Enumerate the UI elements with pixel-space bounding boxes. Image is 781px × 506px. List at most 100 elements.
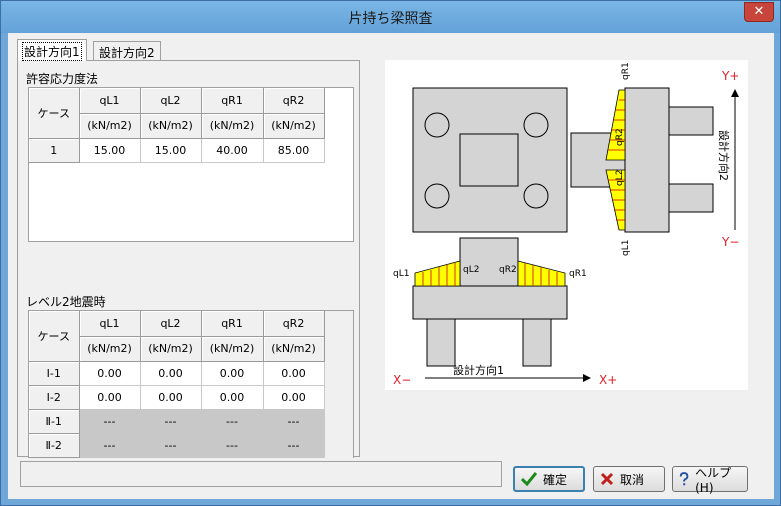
col-ql2-header: qL2 xyxy=(140,311,202,337)
cell-ql1[interactable]: 0.00 xyxy=(79,385,141,410)
title-bar[interactable]: 片持ち梁照査 ✕ xyxy=(1,1,780,33)
unit-header: (kN/m2) xyxy=(201,113,264,139)
unit-header: (kN/m2) xyxy=(79,113,141,139)
dialog-client: 設計方向1 設計方向2 許容応力度法 ケース qL1 qL2 qR1 qR2 xyxy=(8,33,774,499)
cell-ql1[interactable]: 15.00 xyxy=(79,138,141,163)
col-qr1-header: qR1 xyxy=(201,88,264,114)
cell-ql2: --- xyxy=(140,409,202,434)
allowable-table: ケース qL1 qL2 qR1 qR2 (kN/m2) (kN/m2) (kN/… xyxy=(29,88,325,163)
question-icon xyxy=(679,472,689,486)
col-ql1-header: qL1 xyxy=(79,311,141,337)
cell-qr1[interactable]: 0.00 xyxy=(201,361,264,386)
column-front xyxy=(459,237,519,287)
footing-diagram-svg: qR1 qR2 qL2 qL1 qL1 qL2 qR2 qR1 Y+ Y− X−… xyxy=(393,62,739,387)
tab-direction-1-label: 設計方向1 xyxy=(22,42,82,61)
col-case-header: ケース xyxy=(29,88,80,139)
cell-ql2[interactable]: 15.00 xyxy=(140,138,202,163)
window-title: 片持ち梁照査 xyxy=(348,11,433,27)
cell-ql1: --- xyxy=(79,433,141,458)
col-qr1-header: qR1 xyxy=(201,311,264,337)
side-label-qr2: qR2 xyxy=(615,128,625,146)
tab-panel: 許容応力度法 ケース qL1 qL2 qR1 qR2 (kN/m2) (kN/m… xyxy=(17,60,360,458)
direction-2-label: 設計方向2 xyxy=(717,130,731,181)
cell-ql1[interactable]: 0.00 xyxy=(79,361,141,386)
seismic-section-label: レベル2地震時 xyxy=(26,295,106,309)
footing-diagram: qR1 qR2 qL2 qL1 qL1 qL2 qR2 qR1 Y+ Y− X−… xyxy=(385,60,748,390)
ok-button[interactable]: 確定 xyxy=(513,466,585,492)
pile-circle xyxy=(523,112,549,138)
pile-front xyxy=(426,318,456,367)
unit-header: (kN/m2) xyxy=(140,336,202,362)
front-label-qr1: qR1 xyxy=(569,269,587,279)
check-icon xyxy=(521,472,537,486)
seismic-table: ケース qL1 qL2 qR1 qR2 (kN/m2) (kN/m2) (kN/… xyxy=(29,311,325,458)
cell-qr1[interactable]: 40.00 xyxy=(201,138,264,163)
load-distribution-front xyxy=(414,260,566,287)
help-button-label: ヘルプ(H) xyxy=(695,465,732,495)
tab-direction-2-label: 設計方向2 xyxy=(99,46,155,60)
row-case-label[interactable]: Ⅰ-2 xyxy=(29,385,80,410)
cell-qr2: --- xyxy=(263,409,325,434)
cell-ql2[interactable]: 0.00 xyxy=(140,361,202,386)
front-label-qr2: qR2 xyxy=(499,265,517,275)
status-bar xyxy=(20,461,502,487)
col-case-header: ケース xyxy=(29,311,80,362)
col-ql1-header: qL1 xyxy=(79,88,141,114)
row-case-label[interactable]: 1 xyxy=(29,138,80,163)
pile-circle xyxy=(424,183,450,209)
table-row: Ⅱ-2 --- --- --- --- xyxy=(29,433,325,458)
help-button[interactable]: ヘルプ(H) xyxy=(672,465,748,495)
table-row: Ⅰ-1 0.00 0.00 0.00 0.00 xyxy=(29,361,325,386)
unit-header: (kN/m2) xyxy=(201,336,264,362)
y-minus-label: Y− xyxy=(721,235,739,249)
front-label-ql2: qL2 xyxy=(463,265,479,275)
footing-side xyxy=(624,87,670,233)
tab-direction-1[interactable]: 設計方向1 xyxy=(17,39,87,61)
cell-qr2[interactable]: 0.00 xyxy=(263,385,325,410)
load-distribution-side xyxy=(605,89,626,231)
x-plus-label: X+ xyxy=(599,373,617,387)
allowable-section-label: 許容応力度法 xyxy=(26,72,99,86)
pile-circle xyxy=(424,112,450,138)
pile-front xyxy=(522,318,552,367)
unit-header: (kN/m2) xyxy=(79,336,141,362)
unit-header: (kN/m2) xyxy=(140,113,202,139)
allowable-grid[interactable]: ケース qL1 qL2 qR1 qR2 (kN/m2) (kN/m2) (kN/… xyxy=(28,87,354,242)
table-row: Ⅰ-2 0.00 0.00 0.00 0.00 xyxy=(29,385,325,410)
pile-side xyxy=(668,106,714,136)
direction-1-label: 設計方向1 xyxy=(453,363,504,377)
cell-qr2: --- xyxy=(263,433,325,458)
row-case-label[interactable]: Ⅰ-1 xyxy=(29,361,80,386)
cell-qr2[interactable]: 85.00 xyxy=(263,138,325,163)
pile-circle xyxy=(523,183,549,209)
x-minus-label: X− xyxy=(393,373,411,387)
seismic-grid[interactable]: ケース qL1 qL2 qR1 qR2 (kN/m2) (kN/m2) (kN/… xyxy=(28,310,354,458)
row-case-label: Ⅱ-2 xyxy=(29,433,80,458)
side-label-qr1: qR1 xyxy=(621,62,631,80)
cell-qr1: --- xyxy=(201,409,264,434)
footing-front xyxy=(412,285,568,320)
cell-qr2[interactable]: 0.00 xyxy=(263,361,325,386)
table-row: 1 15.00 15.00 40.00 85.00 xyxy=(29,138,325,163)
pile-side xyxy=(668,183,714,213)
cancel-button[interactable]: 取消 xyxy=(593,466,665,492)
column-plan xyxy=(459,133,519,187)
front-label-ql1: qL1 xyxy=(393,269,409,279)
unit-header: (kN/m2) xyxy=(263,336,325,362)
cell-ql2: --- xyxy=(140,433,202,458)
col-ql2-header: qL2 xyxy=(140,88,202,114)
cell-qr1[interactable]: 0.00 xyxy=(201,385,264,410)
tab-direction-2[interactable]: 設計方向2 xyxy=(93,41,161,60)
col-qr2-header: qR2 xyxy=(263,88,325,114)
col-qr2-header: qR2 xyxy=(263,311,325,337)
side-label-ql1: qL1 xyxy=(621,240,631,256)
row-case-label: Ⅱ-1 xyxy=(29,409,80,434)
cancel-button-label: 取消 xyxy=(620,472,645,487)
table-row: Ⅱ-1 --- --- --- --- xyxy=(29,409,325,434)
close-button[interactable]: ✕ xyxy=(744,2,774,22)
ok-button-label: 確定 xyxy=(543,472,568,487)
cell-qr1: --- xyxy=(201,433,264,458)
y-plus-label: Y+ xyxy=(721,69,739,83)
cell-ql2[interactable]: 0.00 xyxy=(140,385,202,410)
